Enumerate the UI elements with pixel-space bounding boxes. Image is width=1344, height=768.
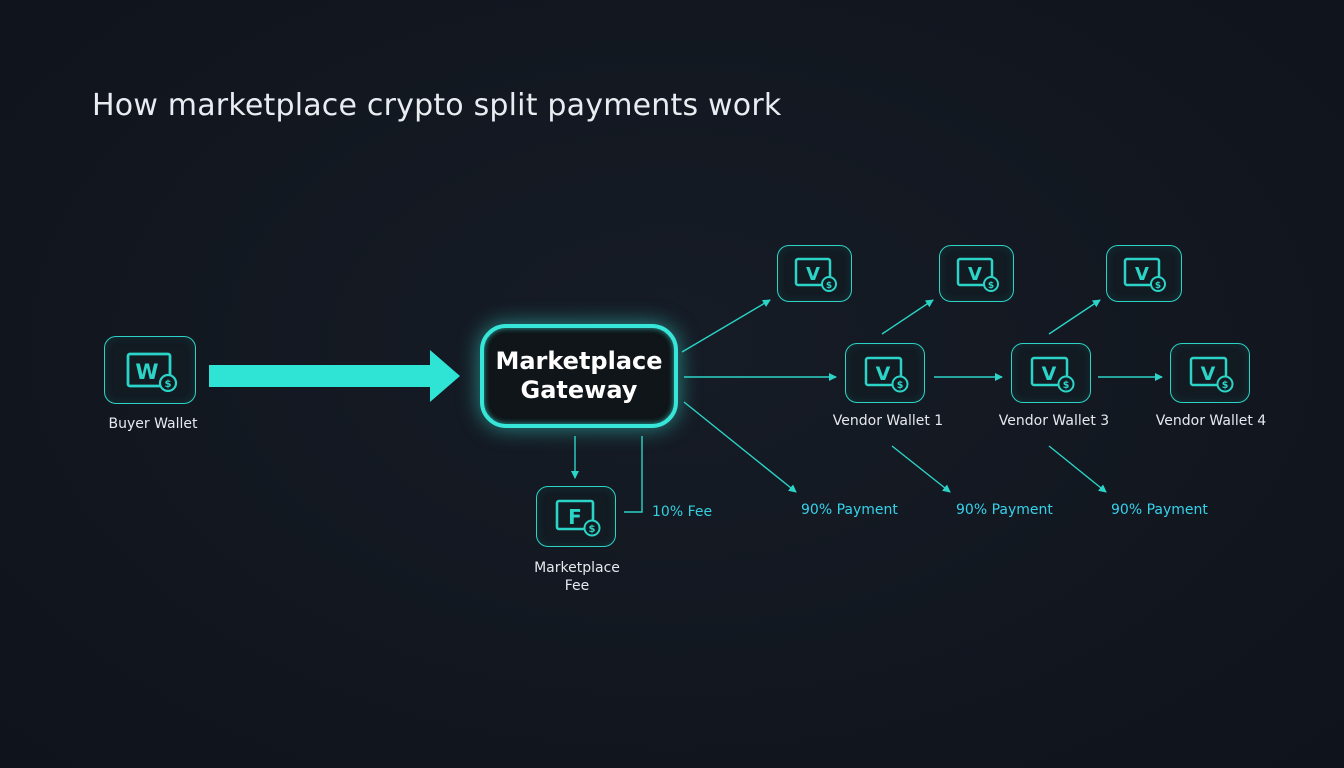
top-vendor-node-1: V $ [777, 245, 852, 302]
svg-text:$: $ [589, 524, 596, 535]
svg-text:$: $ [1155, 281, 1161, 291]
vendor-wallet-icon: V $ [1189, 356, 1234, 393]
payment-label-1: 90% Payment [801, 502, 898, 518]
svg-text:V: V [1201, 363, 1216, 385]
svg-text:F: F [568, 505, 582, 529]
gateway-to-payment-1-arrow [683, 401, 797, 493]
top-vendor-node-3: V $ [1106, 245, 1182, 302]
gateway-title-line-2: Gateway [520, 376, 638, 404]
vendor-wallet-icon: V $ [864, 356, 909, 393]
vendor-wallet-4-label: Vendor Wallet 4 [1155, 413, 1267, 429]
svg-text:$: $ [897, 380, 904, 391]
fee-percent-label: 10% Fee [652, 504, 713, 520]
vendor-1-up-arrow [881, 299, 934, 335]
vendor-wallet-1-label: Vendor Wallet 1 [832, 413, 944, 429]
fee-label-line-2: Fee [564, 578, 590, 594]
gateway-title-line-1: Marketplace [495, 347, 663, 375]
svg-text:V: V [1135, 264, 1149, 285]
marketplace-fee-node: F $ [536, 486, 616, 547]
vendor-1-to-payment-arrow [891, 445, 951, 493]
fee-wallet-icon: F $ [555, 499, 601, 537]
payment-label-2: 90% Payment [956, 502, 1053, 518]
svg-text:V: V [806, 264, 820, 285]
svg-text:$: $ [1063, 380, 1070, 391]
svg-text:$: $ [165, 379, 172, 390]
svg-text:$: $ [988, 281, 994, 291]
fee-label-line-1: Marketplace [534, 560, 620, 576]
buyer-to-gateway-arrow [209, 350, 460, 402]
vendor-wallet-icon: V $ [1030, 356, 1075, 393]
vendor-wallet-icon: V $ [956, 257, 999, 292]
svg-text:W: W [135, 360, 158, 384]
marketplace-gateway-node: Marketplace Gateway [480, 324, 678, 428]
vendor-wallet-4-node: V $ [1170, 343, 1250, 403]
marketplace-fee-label: Marketplace Fee [526, 559, 628, 595]
svg-text:V: V [968, 264, 982, 285]
svg-text:V: V [876, 363, 891, 385]
buyer-wallet-node: W $ [104, 336, 196, 404]
fee-bracket-line [624, 436, 643, 513]
vendor-3-up-arrow [1048, 299, 1101, 335]
vendor-3-to-payment-arrow [1048, 445, 1107, 493]
vendor-wallet-icon: V $ [1123, 257, 1166, 292]
buyer-wallet-icon: W $ [126, 352, 178, 393]
page-title: How marketplace crypto split payments wo… [92, 88, 782, 123]
vendor-wallet-3-node: V $ [1011, 343, 1091, 403]
payment-label-3: 90% Payment [1111, 502, 1208, 518]
buyer-wallet-label: Buyer Wallet [108, 416, 198, 432]
svg-text:$: $ [1222, 380, 1229, 391]
gateway-to-top-vendor-arrow [681, 299, 771, 353]
svg-text:$: $ [826, 281, 832, 291]
svg-text:V: V [1042, 363, 1057, 385]
vendor-wallet-icon: V $ [794, 257, 837, 292]
vendor-wallet-1-node: V $ [845, 343, 925, 403]
vendor-wallet-3-label: Vendor Wallet 3 [998, 413, 1110, 429]
top-vendor-node-2: V $ [939, 245, 1014, 302]
